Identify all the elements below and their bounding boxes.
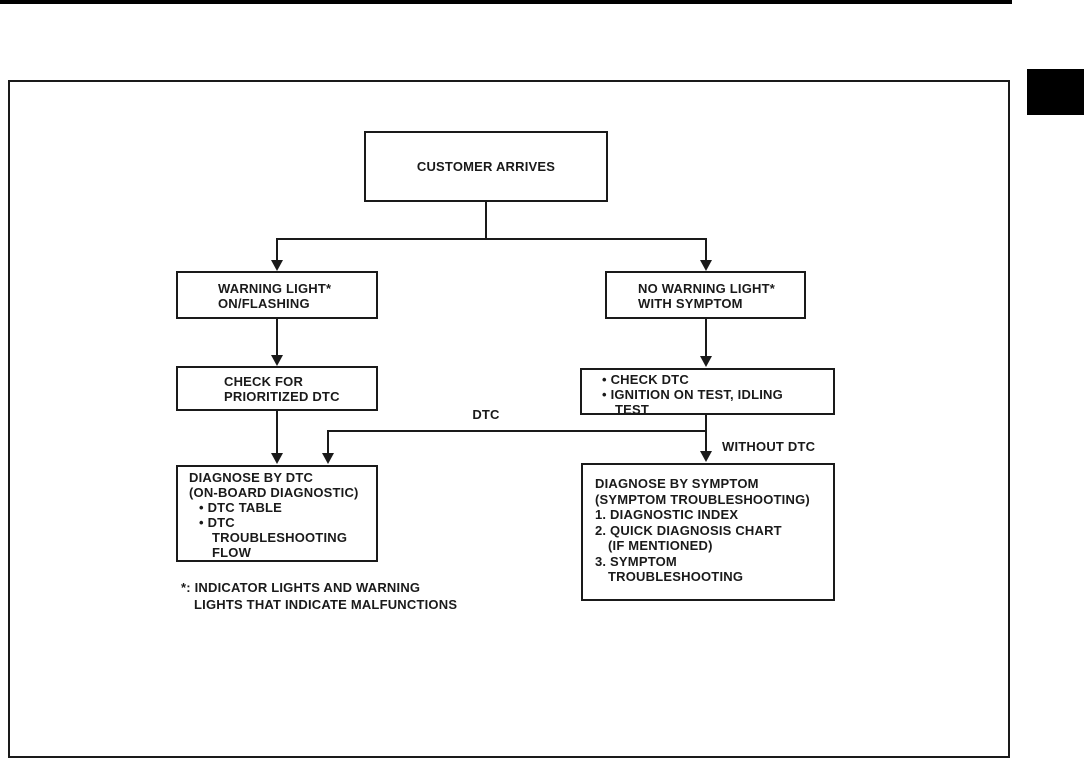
edge-warning-to-checkpri-line <box>276 318 278 356</box>
node-diagnose-by-symptom-subtitle: (SYMPTOM TROUBLESHOOTING) <box>595 491 810 507</box>
edge-dtc-branch-vertical <box>327 430 329 454</box>
edge-checkdtc-to-diagsym-line <box>705 415 707 452</box>
footnote-line1: *: INDICATOR LIGHTS AND WARNING <box>181 580 421 595</box>
node-diagnose-by-symptom-title: DIAGNOSE BY SYMPTOM <box>595 476 759 491</box>
node-no-warning-light-line2: WITH SYMPTOM <box>638 296 743 311</box>
edge-label-without-dtc: WITHOUT DTC <box>722 439 816 454</box>
node-diagnose-by-symptom-item3-cont: TROUBLESHOOTING <box>608 569 744 584</box>
arrow-to-no-warning <box>700 260 712 271</box>
footnote: *: INDICATOR LIGHTS AND WARNING LIGHTS T… <box>181 580 457 613</box>
arrow-to-checkdtc <box>700 356 712 367</box>
node-diagnose-by-dtc-item2-cont2: FLOW <box>212 545 252 560</box>
node-warning-light-line2: ON/FLASHING <box>218 296 310 311</box>
node-check-dtc: • CHECK DTC • IGNITION ON TEST, IDLING T… <box>580 368 835 417</box>
node-no-warning-light-line1: NO WARNING LIGHT* <box>638 281 776 296</box>
edge-branch-horizontal <box>276 238 707 240</box>
node-diagnose-by-dtc: DIAGNOSE BY DTC (ON-BOARD DIAGNOSTIC) • … <box>176 465 378 562</box>
edge-label-dtc: DTC <box>472 407 500 422</box>
node-diagnose-by-symptom-item2-cont: (IF MENTIONED) <box>608 538 713 553</box>
node-check-prioritized-dtc-line1: CHECK FOR <box>224 374 304 389</box>
node-diagnose-by-dtc-item1: • DTC TABLE <box>199 500 283 515</box>
section-index-tab <box>1027 69 1084 115</box>
node-diagnose-by-symptom-item3: 3. SYMPTOM <box>595 553 677 569</box>
node-diagnose-by-dtc-title: DIAGNOSE BY DTC <box>189 470 314 485</box>
node-diagnose-by-dtc-item2-cont1: TROUBLESHOOTING <box>212 530 348 545</box>
edge-to-warning-line <box>276 238 278 262</box>
arrow-to-diagdtc-left <box>271 453 283 464</box>
arrow-to-diagdtc-right <box>322 453 334 464</box>
node-check-dtc-item2: • IGNITION ON TEST, IDLING <box>602 387 783 402</box>
node-no-warning-light: NO WARNING LIGHT* WITH SYMPTOM <box>605 271 806 319</box>
edge-customer-stem <box>485 202 487 239</box>
node-diagnose-by-symptom: DIAGNOSE BY SYMPTOM (SYMPTOM TROUBLESHOO… <box>581 463 835 601</box>
node-check-dtc-item2-cont: TEST <box>615 402 650 417</box>
edge-checkpri-to-diagdtc-line <box>276 411 278 454</box>
arrow-to-checkpri <box>271 355 283 366</box>
node-warning-light: WARNING LIGHT* ON/FLASHING <box>176 271 378 319</box>
node-check-dtc-item1: • CHECK DTC <box>602 372 689 387</box>
node-diagnose-by-dtc-item2: • DTC <box>199 515 235 530</box>
node-check-prioritized-dtc-line2: PRIORITIZED DTC <box>224 389 340 404</box>
node-diagnose-by-symptom-item1: 1. DIAGNOSTIC INDEX <box>595 507 739 522</box>
edge-to-no-warning-line <box>705 238 707 262</box>
footnote-line2: LIGHTS THAT INDICATE MALFUNCTIONS <box>194 596 458 612</box>
node-customer-arrives: CUSTOMER ARRIVES <box>364 131 608 202</box>
page-top-rule <box>0 0 1012 4</box>
edge-nowarning-to-checkdtc-line <box>705 318 707 357</box>
arrow-to-warning <box>271 260 283 271</box>
node-customer-arrives-text: CUSTOMER ARRIVES <box>416 159 556 174</box>
node-check-prioritized-dtc: CHECK FOR PRIORITIZED DTC <box>176 366 378 411</box>
node-diagnose-by-symptom-item2: 2. QUICK DIAGNOSIS CHART <box>595 522 782 538</box>
node-diagnose-by-dtc-subtitle: (ON-BOARD DIAGNOSTIC) <box>189 485 359 500</box>
edge-dtc-branch-horizontal <box>327 430 707 432</box>
arrow-to-diagsym <box>700 451 712 462</box>
node-warning-light-line1: WARNING LIGHT* <box>218 281 332 296</box>
